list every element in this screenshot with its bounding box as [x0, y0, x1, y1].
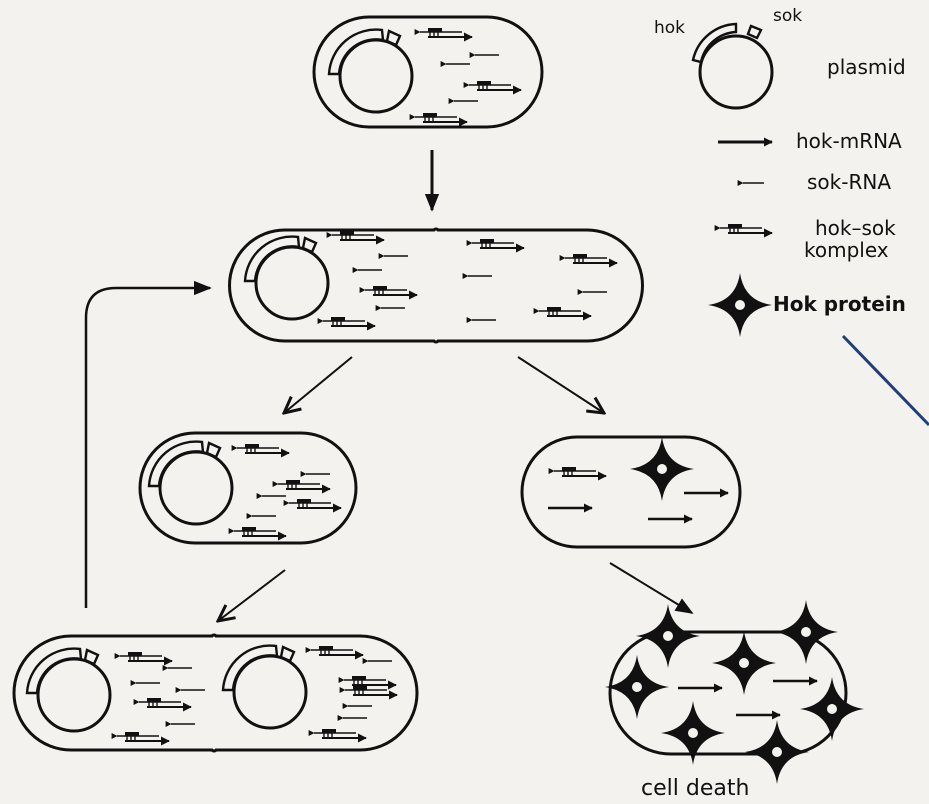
- legend-complex-label: hok–sok: [815, 216, 896, 240]
- hok-protein-star: [604, 654, 670, 720]
- hok-protein-star: [635, 603, 701, 669]
- hok-protein-star: [629, 436, 695, 502]
- arrow-to-bottom-left: [218, 569, 286, 621]
- legend-hok-protein-star: [707, 272, 773, 338]
- legend-plasmid-circle: [698, 34, 774, 110]
- hok-sok-complex: [472, 239, 524, 248]
- legend-hok-mrna-label: hok-mRNA: [796, 129, 902, 153]
- hok-sok-complex: [237, 444, 289, 453]
- hok-sok-complex: [278, 480, 330, 489]
- hok-sok-complex: [345, 686, 397, 695]
- hok-sok-complex: [469, 81, 521, 90]
- legend: [691, 22, 774, 338]
- hok-sok-complex: [311, 646, 363, 655]
- hok-sok-complex: [314, 729, 366, 738]
- legend-plasmid-label: plasmid: [827, 55, 906, 79]
- hok-sok-complex: [234, 527, 286, 536]
- hok-sok-complex: [332, 231, 384, 240]
- hok-protein-star: [799, 676, 865, 742]
- legend-hok-gene: [691, 22, 738, 64]
- hok-protein-star: [773, 599, 839, 665]
- cell-plasmid-free: [520, 435, 742, 549]
- legend-sok-gene: [746, 24, 763, 40]
- hok-sok-complex: [415, 113, 467, 122]
- hok-sok-complex: [139, 698, 191, 707]
- arrow-to-plasmid-cell: [284, 356, 353, 413]
- arrow-to-plasmid-free-cell: [517, 356, 604, 413]
- cell-dividing-middle: [228, 227, 644, 344]
- hok-sok-complex: [323, 317, 375, 326]
- hok-sok-complex-decaying: [554, 467, 606, 476]
- hok-sok-complex: [289, 499, 341, 508]
- hok-sok-complex: [565, 254, 617, 263]
- cell-dying: [604, 599, 865, 785]
- hok-sok-complex: [365, 286, 417, 295]
- hok-sok-complex: [420, 28, 472, 37]
- plasmid: [243, 235, 330, 321]
- hok-protein-star: [711, 630, 777, 696]
- plasmid: [147, 440, 234, 526]
- legend-complex-label-line2: komplex: [804, 238, 889, 262]
- hok-sok-complex: [117, 732, 169, 741]
- legend-hok-label: hok: [654, 18, 686, 38]
- plasmid: [221, 644, 308, 730]
- cell-left-daughter: [138, 431, 358, 545]
- legend-complex-symbol: [720, 224, 772, 233]
- cell-dividing-bottom-left: [12, 633, 419, 753]
- hok-sok-complex: [120, 652, 172, 661]
- hok-sok-complex: [539, 307, 591, 316]
- plasmid: [25, 647, 112, 733]
- legend-hok-protein-label: Hok protein: [773, 292, 906, 316]
- legend-sok-rna-label: sok-RNA: [807, 170, 891, 194]
- hok-protein-star: [744, 719, 810, 785]
- arrow-to-cell-death: [609, 562, 694, 614]
- cell-death-label: cell death: [641, 776, 750, 801]
- hok-sok-complex: [344, 676, 396, 685]
- legend-sok-label: sok: [773, 6, 803, 26]
- cell-top: [312, 15, 544, 129]
- pointer-line: [841, 334, 929, 427]
- cycle-return-arrow: [84, 280, 212, 608]
- plasmid: [327, 28, 414, 114]
